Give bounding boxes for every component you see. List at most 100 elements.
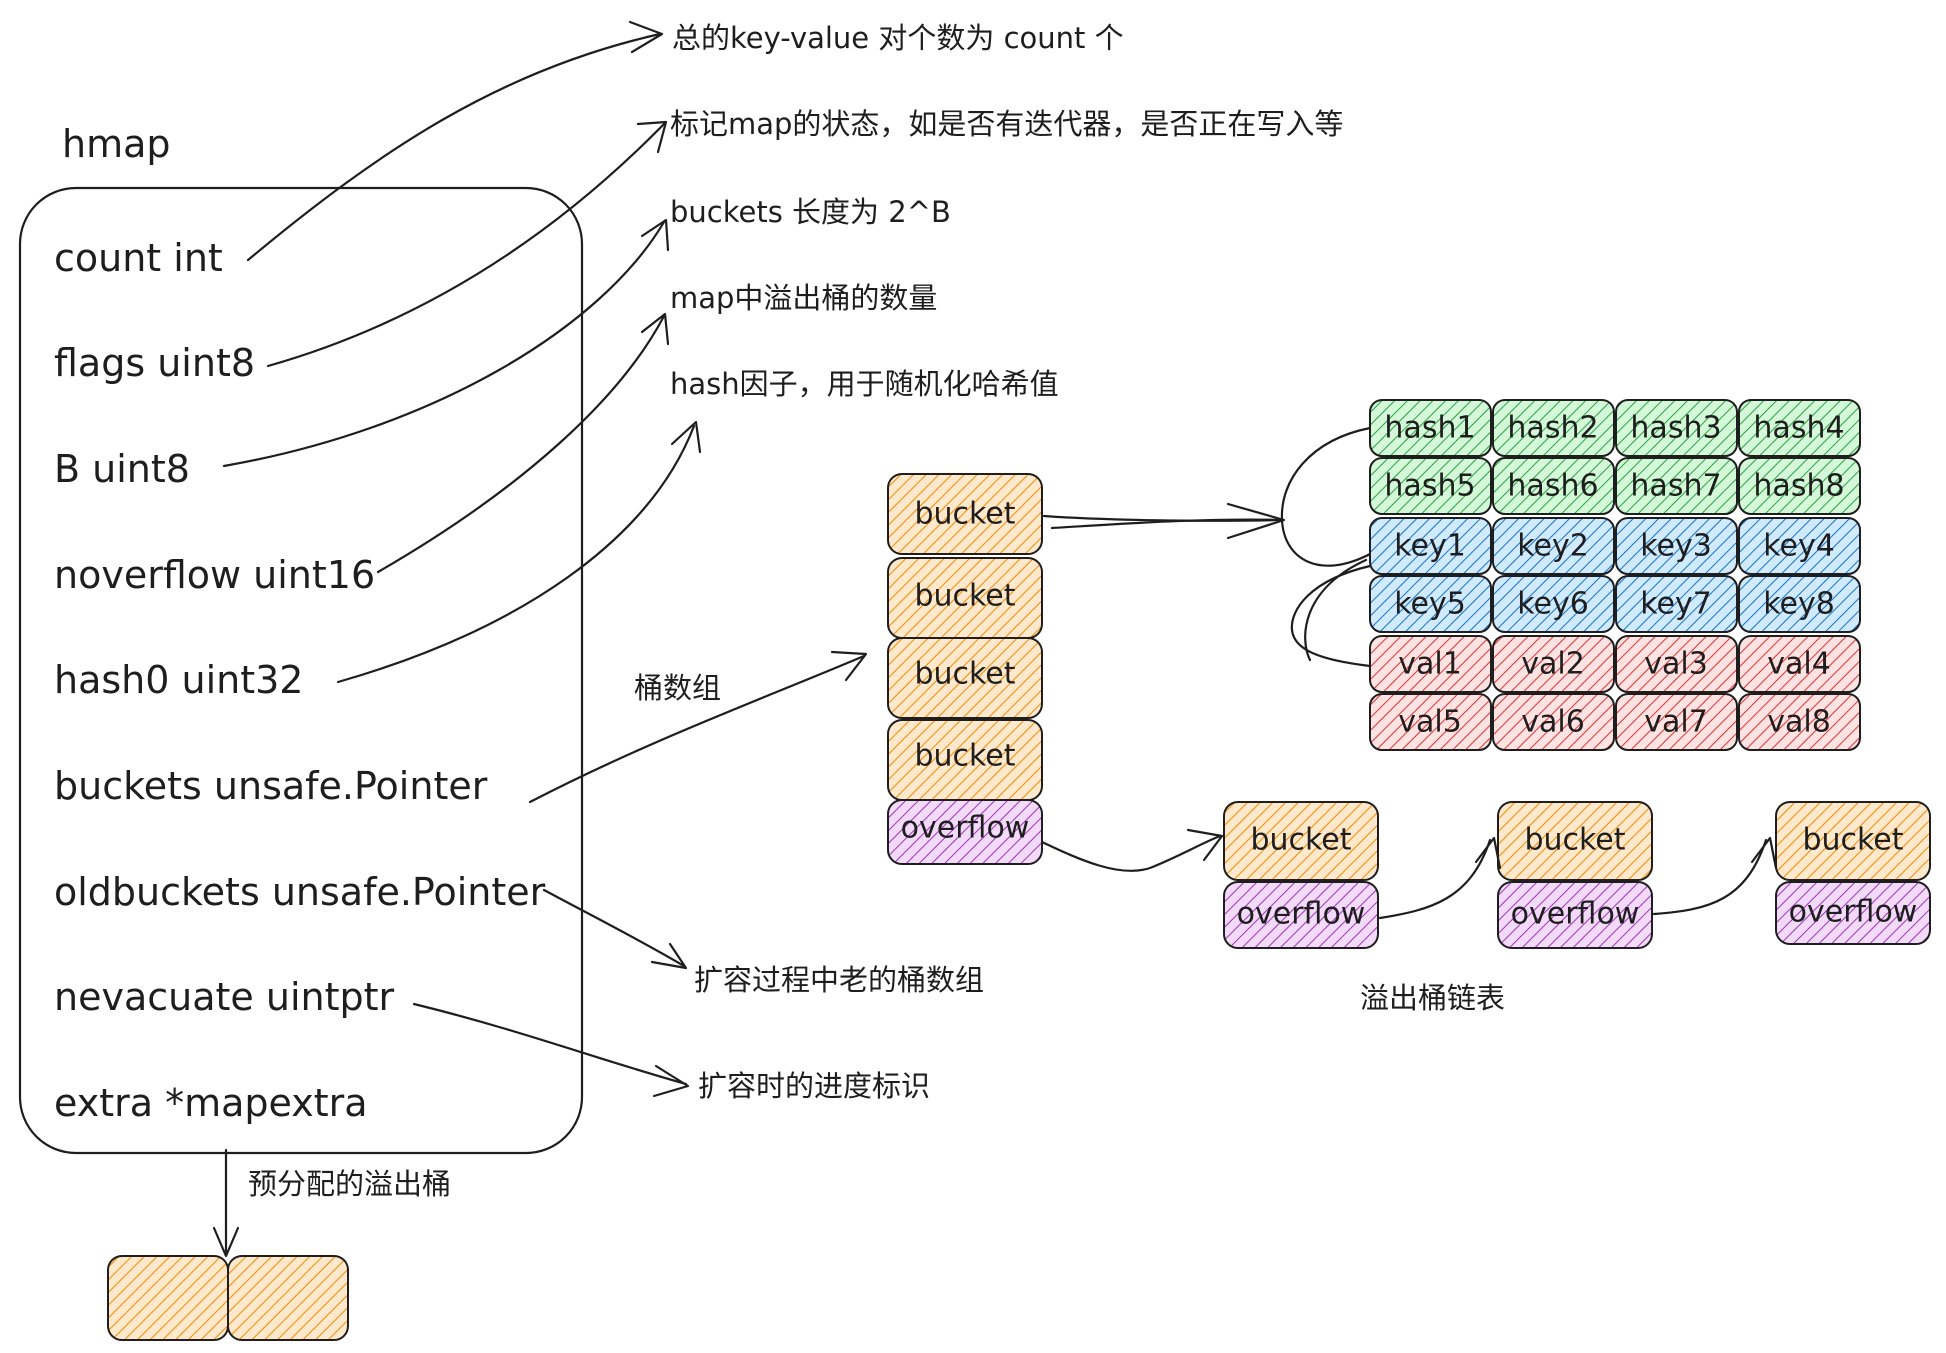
grid-cell-val	[1369, 635, 1492, 693]
grid-cell-hash	[1369, 399, 1492, 457]
arrowhead-nevacuate	[652, 1064, 690, 1098]
arrowhead-hash0	[670, 420, 702, 454]
grid-cell-key	[1369, 575, 1492, 633]
chain-bucket-label: bucket	[1802, 823, 1903, 858]
grid-cell-label: val5	[1398, 705, 1462, 740]
field-notes: 总的key-value 对个数为 count 个 标记map的状态，如是否有迭代…	[248, 21, 1505, 1201]
bucket-array-item	[887, 473, 1043, 555]
grid-cell-label: hash5	[1384, 469, 1475, 504]
chain-arrows	[1040, 828, 1778, 920]
grid-cell-val	[1738, 693, 1861, 751]
grid-cell-label: key8	[1763, 587, 1835, 622]
chain-bucket-label: bucket	[1250, 823, 1351, 858]
bucket-array-overflow	[887, 799, 1043, 865]
grid-cell-label: val3	[1644, 647, 1708, 682]
grid-row-key: key5 key6 key7 key8	[1369, 575, 1861, 633]
arrowhead-chain-2-3	[1750, 836, 1778, 870]
note-hash0: hash因子，用于随机化哈希值	[670, 367, 1059, 401]
arrow-buckets	[528, 654, 866, 804]
chain-overflow-label: overflow	[1511, 897, 1640, 932]
grid-row-hash: hash5 hash6 hash7 hash8	[1369, 457, 1861, 515]
arrowhead-oldbuckets	[650, 942, 688, 970]
grid-cell-label: hash8	[1753, 469, 1844, 504]
grid-cell-label: val1	[1398, 647, 1462, 682]
note-nevacuate: 扩容时的进度标识	[698, 1069, 930, 1103]
hmap-title: hmap	[62, 122, 171, 166]
arrowhead-buckets	[830, 650, 868, 682]
chain-overflow	[1223, 881, 1379, 949]
field-buckets: buckets unsafe.Pointer	[54, 764, 488, 808]
grid-cell-val	[1615, 635, 1738, 693]
grid-row-val: val1 val2 val3 val4	[1369, 635, 1861, 693]
arrow-chain-2-3	[1652, 838, 1768, 916]
grid-cell-key	[1615, 575, 1738, 633]
note-buckets: 桶数组	[634, 671, 721, 705]
bucket-grid: hash1 hash2 hash3 hash4 hash5 hash6 hash…	[1369, 399, 1861, 751]
grid-cell-label: val4	[1767, 647, 1831, 682]
grid-cell-key	[1738, 517, 1861, 575]
grid-cell-label: hash4	[1753, 411, 1844, 446]
bucket-array-label: bucket	[914, 497, 1015, 532]
grid-cell-label: val8	[1767, 705, 1831, 740]
arrowhead-bucket-to-grid	[1226, 502, 1286, 540]
note-overflow-chain: 溢出桶链表	[1360, 981, 1505, 1015]
note-flags: 标记map的状态，如是否有迭代器，是否正在写入等	[670, 107, 1343, 141]
arrowhead-chain-1-2	[1474, 836, 1502, 870]
chain-overflow	[1497, 881, 1653, 949]
grid-cell-hash	[1369, 457, 1492, 515]
arrowhead-extra	[212, 1226, 240, 1258]
prealloc-overflow-buckets	[107, 1255, 349, 1341]
grid-cell-val	[1615, 693, 1738, 751]
grid-cell-label: key4	[1763, 529, 1835, 564]
note-B: buckets 长度为 2^B	[670, 195, 951, 229]
arrow-nevacuate	[412, 1002, 688, 1086]
note-oldbuckets: 扩容过程中老的桶数组	[694, 963, 984, 997]
bucket-array-item	[887, 637, 1043, 719]
grid-cell-label: val2	[1521, 647, 1585, 682]
grid-cell-key	[1492, 517, 1615, 575]
field-arrows	[212, 20, 868, 1258]
chain-overflow	[1775, 881, 1931, 945]
arrowhead-overflow-to-chain	[1186, 828, 1224, 862]
arrowhead-flags	[636, 120, 668, 154]
grid-cell-val	[1369, 693, 1492, 751]
bucket-array-label: overflow	[901, 811, 1030, 846]
arrow-oldbuckets	[542, 888, 686, 968]
grid-cell-label: key5	[1394, 587, 1466, 622]
grid-cell-key	[1738, 575, 1861, 633]
field-noverflow: noverflow uint16	[54, 553, 375, 597]
arrowhead-noverflow	[640, 312, 670, 346]
grid-row-key: key1 key2 key3 key4	[1369, 517, 1861, 575]
grid-cell-hash	[1738, 457, 1861, 515]
arrow-count	[246, 32, 662, 262]
arrow-flags	[266, 122, 666, 368]
bucket-array: bucket bucket bucket bucket overflow	[887, 473, 1043, 865]
overflow-chain-node: bucket overflow	[1497, 801, 1653, 949]
field-flags: flags uint8	[54, 341, 255, 385]
field-count: count int	[54, 236, 223, 280]
grid-cell-label: hash7	[1630, 469, 1721, 504]
grid-cell-label: val7	[1644, 705, 1708, 740]
overflow-chain-node: bucket overflow	[1775, 801, 1931, 945]
grid-cell-hash	[1615, 457, 1738, 515]
field-extra: extra *mapextra	[54, 1081, 368, 1125]
brace-hash-rows	[1280, 426, 1372, 567]
grid-cell-label: key2	[1517, 529, 1589, 564]
grid-cell-label: hash6	[1507, 469, 1598, 504]
brace-key-rows-2	[1304, 558, 1368, 662]
overflow-chain: bucket overflow bucket overflow bucket o…	[1223, 801, 1931, 949]
grid-cell-label: key7	[1640, 587, 1712, 622]
grid-cell-hash	[1738, 399, 1861, 457]
grid-cell-key	[1369, 517, 1492, 575]
bucket-array-label: bucket	[914, 739, 1015, 774]
grid-cell-label: hash3	[1630, 411, 1721, 446]
arrow-chain-1-2	[1378, 838, 1492, 920]
prealloc-bucket	[107, 1255, 229, 1341]
grid-cell-label: key1	[1394, 529, 1466, 564]
grid-cell-label: hash1	[1384, 411, 1475, 446]
grid-cell-label: hash2	[1507, 411, 1598, 446]
overflow-chain-node: bucket overflow	[1223, 801, 1379, 949]
field-hash0: hash0 uint32	[54, 658, 304, 702]
note-noverflow: map中溢出桶的数量	[670, 281, 937, 315]
